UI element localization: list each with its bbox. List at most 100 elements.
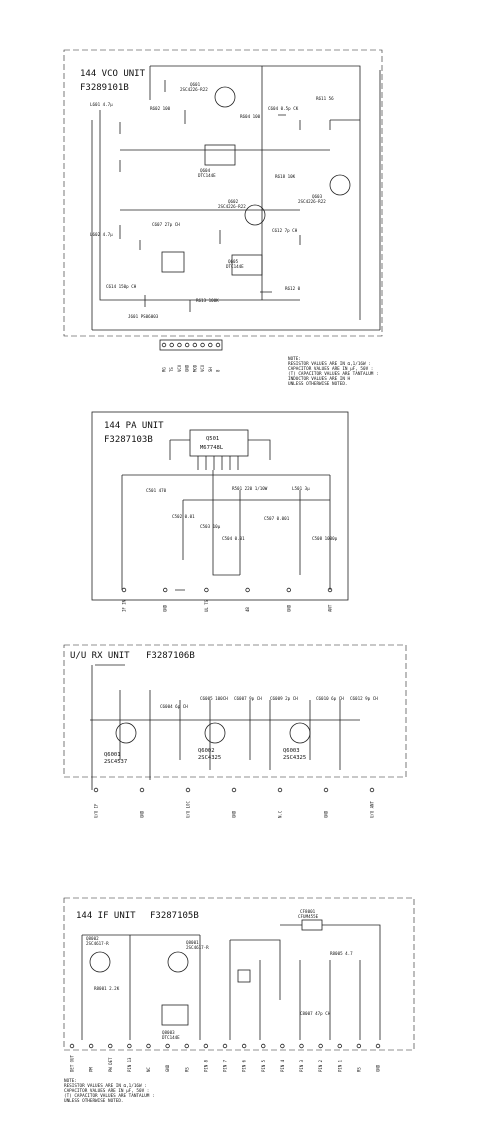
vco-r611: R611 56 — [316, 96, 334, 101]
pin-label: U/U LOC — [186, 801, 191, 818]
cf8001-part: CFUM455E — [298, 914, 319, 919]
pin-terminal — [177, 342, 182, 348]
pin-label: VCO — [200, 364, 205, 372]
q603-ref: Q603 — [312, 194, 323, 199]
vco-c612: C612 7p CH — [272, 228, 298, 233]
pin-label: PW DET — [108, 1057, 113, 1072]
pin-label: GND — [140, 810, 145, 818]
pin-label: GND — [324, 810, 329, 818]
pin-terminal — [356, 1043, 362, 1049]
vco-note-5: UNLESS OTHERWISE NOTED. — [288, 381, 348, 387]
rx-c6010: C6010 6p CH — [316, 696, 344, 701]
vco-note-4: INDUCTOR VALUES ARE IN H — [288, 376, 350, 382]
if-coil — [237, 969, 251, 983]
q604-digital-transistor — [204, 144, 236, 166]
if-c8007: C8007 47p CH — [300, 1011, 331, 1016]
q6001-transistor — [115, 722, 137, 744]
pin-terminal — [121, 587, 127, 593]
pin-terminal — [327, 587, 333, 593]
q8002-part: 2SC4617-R — [86, 941, 109, 946]
rx-c6004: C6004 6p CH — [160, 704, 188, 709]
pin-label: UL TS — [204, 599, 209, 612]
pin-label: N.C — [278, 810, 283, 818]
pin-terminal — [108, 1043, 113, 1049]
pin-label: PIN 6 — [242, 1059, 247, 1072]
vco-l601: L601 4.7μ — [90, 102, 113, 107]
pin-label: PIN 2 — [318, 1059, 323, 1072]
pin-terminal — [369, 787, 375, 793]
q6002-ref: Q6002 — [198, 748, 215, 754]
pin-label: PIN 4 — [280, 1059, 285, 1072]
pin-terminal — [139, 787, 145, 793]
vco-notes: NOTE: RESISTOR VALUES ARE IN Ω,1/16W : C… — [288, 356, 379, 387]
if-part-number: F3287105B — [150, 911, 199, 921]
pin-label: 8 — [216, 369, 221, 372]
q8001-transistor — [167, 951, 189, 973]
pin-terminal — [203, 1043, 209, 1049]
pin-terminal — [88, 1043, 94, 1049]
pin-terminal — [169, 342, 174, 348]
pin-label: U/U IF — [94, 803, 99, 818]
vco-connector-label: J601 PS06003 — [128, 314, 159, 319]
vco-note-3: (T) CAPACITOR VALUES ARE TANTALUM : — [288, 371, 379, 377]
vco-r602: R602 100 — [150, 106, 171, 111]
pin-terminal — [245, 587, 250, 593]
pin-label: VCV — [177, 364, 182, 372]
pin-label: PIN 8 — [203, 1059, 208, 1072]
vco-note-2: CAPACITOR VALUES ARE IN μF, 50V : — [288, 366, 373, 372]
pin-terminal — [161, 342, 167, 348]
cf8001-filter — [301, 919, 323, 931]
pin-terminal — [280, 1043, 285, 1049]
pin-terminal — [185, 787, 191, 793]
pin-label: PIN 5 — [261, 1059, 266, 1072]
q605-ref: Q605 — [228, 259, 239, 264]
if-note-3: (T) CAPACITOR VALUES ARE TANTALUM : — [64, 1093, 155, 1099]
pin-label: ANT — [328, 604, 333, 612]
pa-c501: C501 470 — [146, 488, 167, 493]
pin-label: PM — [89, 1067, 94, 1072]
vco-unit-border — [63, 49, 383, 337]
vco-unit: 144 VCO UNIT F3289101B Q601 2SC4226-R22 … — [63, 49, 383, 387]
pa-part-number: F3287103B — [104, 435, 153, 445]
rx-unit-border — [63, 644, 407, 778]
rx-unit: U/U RX UNIT F3287106B Q6001 2SC4537 Q600… — [63, 644, 407, 818]
pa-title: 144 PA UNIT — [104, 421, 164, 431]
q601-ref: Q601 — [190, 82, 201, 87]
q6003-ref: Q6003 — [283, 748, 300, 754]
q601-transistor — [214, 86, 236, 108]
pa-r501: R501 220 1/10W — [232, 486, 268, 491]
pa-l501: L501 3μ — [292, 486, 310, 491]
pin-label: DET OUT — [70, 1055, 75, 1072]
pin-label: TS — [169, 367, 174, 372]
vco-note-1: RESISTOR VALUES ARE IN Ω,1/16W : — [288, 361, 371, 367]
pin-label: MOD — [192, 364, 197, 372]
pin-terminal — [184, 1043, 189, 1049]
q6001-ref: Q6001 — [104, 752, 121, 758]
q6001-part: 2SC4537 — [104, 759, 127, 765]
pin-label: RS — [356, 1067, 361, 1072]
pin-terminal — [337, 1043, 342, 1049]
vco-connector — [159, 339, 223, 351]
pin-terminal — [93, 787, 99, 793]
q6002-part: 2SC4325 — [198, 755, 221, 761]
if-note-2: CAPACITOR VALUES ARE IN μF, 50V : — [64, 1088, 149, 1094]
pa-unit-border — [91, 411, 349, 601]
pa-c504: C504 0.01 — [222, 536, 245, 541]
pin-terminal — [165, 1043, 170, 1049]
rx-c6007: C6007 9p CH — [234, 696, 262, 701]
pin-label: PIN 7 — [223, 1059, 228, 1072]
vco-r604: R604 100 — [240, 114, 261, 119]
pin-terminal — [318, 1043, 323, 1049]
pin-terminal — [200, 342, 205, 348]
q602-transistor — [244, 204, 266, 226]
q6003-transistor — [289, 722, 311, 744]
pin-terminal — [323, 787, 329, 793]
pa-unit: 144 PA UNIT F3287103B Q501 M67748L R501 … — [91, 411, 349, 612]
rx-c6012: C6012 9p CH — [350, 696, 378, 701]
pin-label: GND — [232, 810, 237, 818]
pa-ic-ref: Q501 — [206, 436, 219, 442]
pin-label: IF IN — [122, 599, 127, 612]
